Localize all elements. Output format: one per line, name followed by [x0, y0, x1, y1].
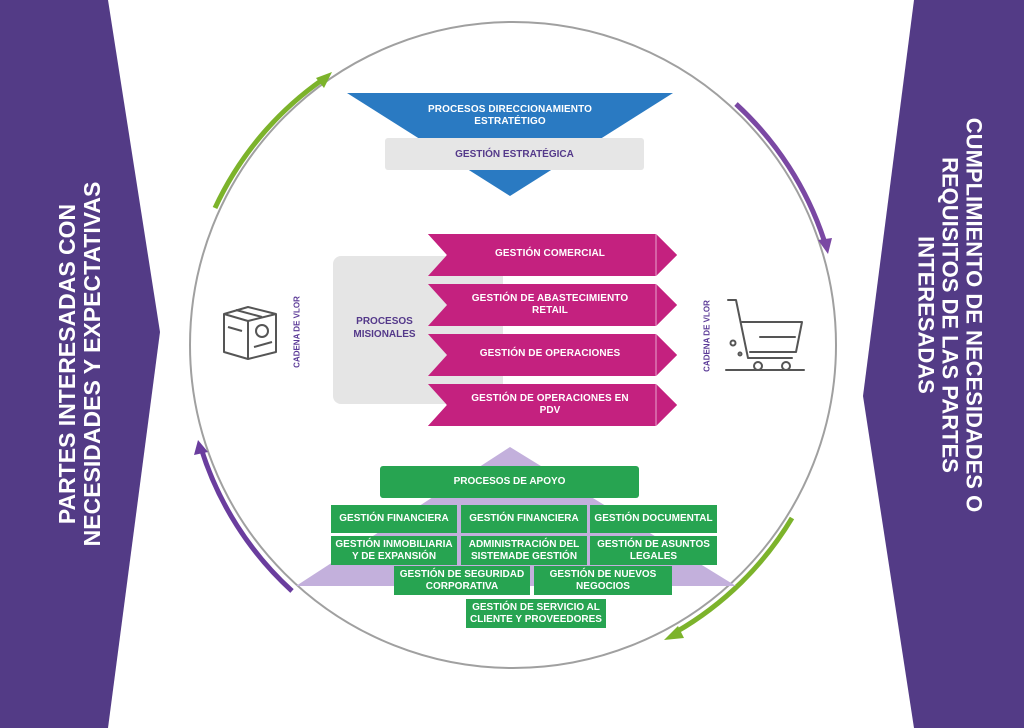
right-panel-line-1: CUMPLIMIENTO DE NECESIDADES O — [961, 117, 987, 513]
left-panel-line-1: PARTES INTERESADAS CON — [54, 203, 81, 525]
arrow-head-purple-bottom-left — [194, 440, 208, 455]
shopping-cart-icon — [725, 299, 805, 371]
arrow-green-bottom-right — [674, 516, 795, 635]
apoyo-process-2: GESTIÓN FINANCIERA — [461, 505, 587, 533]
pink-arrow-overlay-4 — [428, 384, 677, 426]
cycle-circle — [189, 21, 837, 669]
pink-arrow-overlay-3 — [428, 334, 677, 376]
right-panel-line-2: REQUISITOS DE LAS PARTES — [937, 157, 963, 473]
apoyo-process-6: GESTIÓN DE ASUNTOS LEGALES — [590, 536, 717, 565]
box-package-icon — [223, 306, 277, 360]
mision-process-3: GESTIÓN DE OPERACIONES — [479, 348, 621, 359]
arrow-purple-top-right — [734, 102, 827, 241]
apoyo-process-4: GESTIÓN INMOBILIARIA Y DE EXPANSIÓN — [331, 536, 457, 565]
apoyo-process-7: GESTIÓN DE SEGURIDAD CORPORATIVA — [394, 566, 530, 595]
arrow-green-top-left — [212, 77, 324, 210]
direccionamiento-title: PROCESOS DIRECCIONAMIENTO ESTRATÉTIGO — [428, 104, 592, 127]
left-panel-text: PARTES INTERESADAS CON NECESIDADES Y EXP… — [54, 181, 105, 547]
misionales-background — [333, 256, 503, 404]
misionales-title: PROCESOS MISIONALES — [353, 316, 416, 340]
right-panel-line-3: INTERESADAS — [914, 236, 940, 394]
pink-arrow-overlay-2 — [428, 284, 677, 326]
arrow-purple-bottom-left — [198, 447, 294, 593]
cadena-valor-right: CADENA DE VLOR — [702, 300, 712, 372]
gestion-estrategica-bar — [385, 138, 644, 170]
right-panel-shape — [863, 0, 1024, 728]
right-panel-text: CUMPLIMIENTO DE NECESIDADES O REQUISITOS… — [914, 117, 987, 513]
apoyo-process-9: GESTIÓN DE SERVICIO AL CLIENTE Y PROVEED… — [466, 599, 606, 628]
mision-process-4: GESTIÓN DE OPERACIONES EN PDV — [471, 393, 629, 416]
apoyo-process-3: GESTIÓN DOCUMENTAL — [590, 505, 717, 533]
apoyo-process-8: GESTIÓN DE NUEVOS NEGOCIOS — [534, 566, 672, 595]
apoyo-title: PROCESOS DE APOYO — [380, 466, 639, 498]
mision-process-2: GESTIÓN DE ABASTECIMIENTO RETAIL — [471, 293, 629, 316]
left-panel-line-2: NECESIDADES Y EXPECTATIVAS — [79, 181, 105, 547]
misionales-arrows-overlay — [428, 234, 677, 426]
pink-arrow-overlay-1 — [428, 234, 677, 276]
arrow-head-green-top-left — [316, 72, 332, 88]
apoyo-process-1: GESTIÓN FINANCIERA — [331, 505, 457, 533]
cadena-valor-left: CADENA DE VLOR — [292, 296, 302, 368]
apoyo-process-5: ADMINISTRACIÓN DEL SISTEMADE GESTIÓN — [461, 536, 587, 565]
arrow-head-purple-top-right — [818, 238, 832, 254]
arrow-head-green-bottom-right — [664, 626, 684, 640]
mision-process-1: GESTIÓN COMERCIAL — [494, 248, 606, 259]
left-panel-shape — [0, 0, 160, 728]
gestion-estrategica-label: GESTIÓN ESTRATÉGICA — [455, 148, 574, 160]
